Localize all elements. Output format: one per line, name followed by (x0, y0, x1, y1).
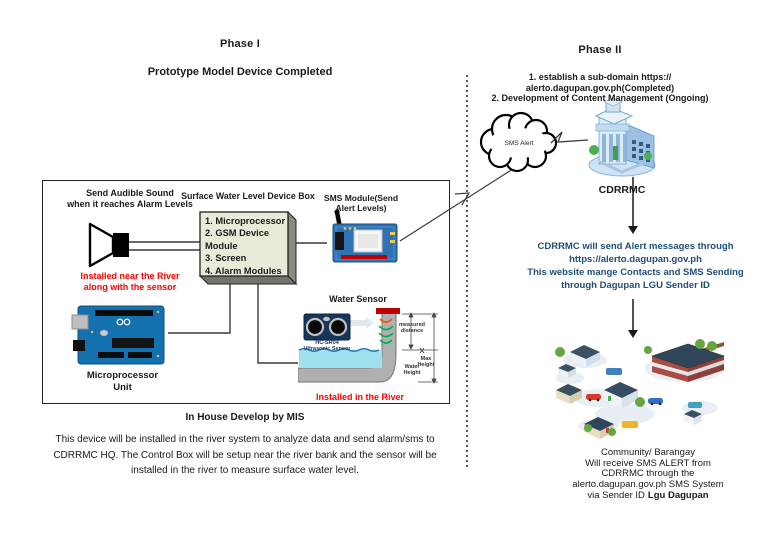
dimension-lines (402, 312, 438, 384)
device-box-3d (198, 210, 298, 286)
cdrrmc-building-icon (588, 97, 656, 177)
sms-module-board-icon (332, 209, 398, 263)
phase1-label: Phase I (220, 38, 260, 50)
cloud-label: SMS Alert (504, 140, 534, 147)
arduino-board-icon (71, 305, 165, 365)
sms-module-label: SMS Module(Send Alert Levels) (323, 193, 399, 213)
device-box-title: Surface Water Level Device Box (181, 191, 315, 201)
community-caption: Community/ Barangay Will receive SMS ALE… (543, 437, 753, 513)
cloud-to-building-connector (550, 131, 589, 144)
sms-alert-cloud-icon (479, 111, 558, 173)
ultrasonic-chip-label: HC-SR04 Ultrasonic Sensor (303, 340, 351, 352)
water-sensor-label: Water Sensor (329, 294, 387, 304)
device-box-items: 1. Microprocessor 2. GSM Device Module 3… (205, 216, 286, 276)
phase2-steps: 1. establish a sub-domain https:// alert… (491, 72, 709, 103)
phase2-label: Phase II (578, 44, 622, 56)
building-label: CDRRMC (598, 184, 646, 196)
water-sensor-warning: Installed in the River (315, 392, 405, 402)
box-to-arduino-connector (168, 277, 231, 334)
dim-water-label: Water Height (403, 364, 421, 376)
dim-max-label: Max Height (417, 356, 435, 368)
sms-to-cloud-arrow (399, 166, 517, 242)
speaker-note: Send Audible Sound when it reaches Alarm… (67, 188, 193, 209)
community-illustration (555, 339, 725, 439)
community-sender-id: Lgu Dagupan (647, 489, 709, 501)
speaker-to-box-connector (129, 241, 200, 251)
building-down-arrow (628, 177, 638, 234)
speaker-warning: Installed near the River along with the … (80, 271, 180, 292)
community-caption-lines: Community/ Barangay Will receive SMS ALE… (572, 446, 724, 491)
phase1-title: Prototype Model Device Completed (147, 66, 333, 78)
alert-to-community-arrow (628, 299, 638, 338)
alert-message-text: CDRRMC will send Alert messages through … (527, 241, 744, 291)
box-to-sensor-connector (257, 282, 299, 364)
water-sensor-illustration: measured distance Max Height Water Heigh… (297, 306, 438, 394)
phase1-footer-text: This device will be installed in the riv… (53, 434, 437, 476)
phase1-footer-title: In House Develop by MIS (185, 412, 305, 423)
microprocessor-label: Microprocessor Unit (86, 370, 159, 393)
dim-measured-label: measured distance (399, 322, 425, 334)
speaker-icon (88, 222, 129, 268)
